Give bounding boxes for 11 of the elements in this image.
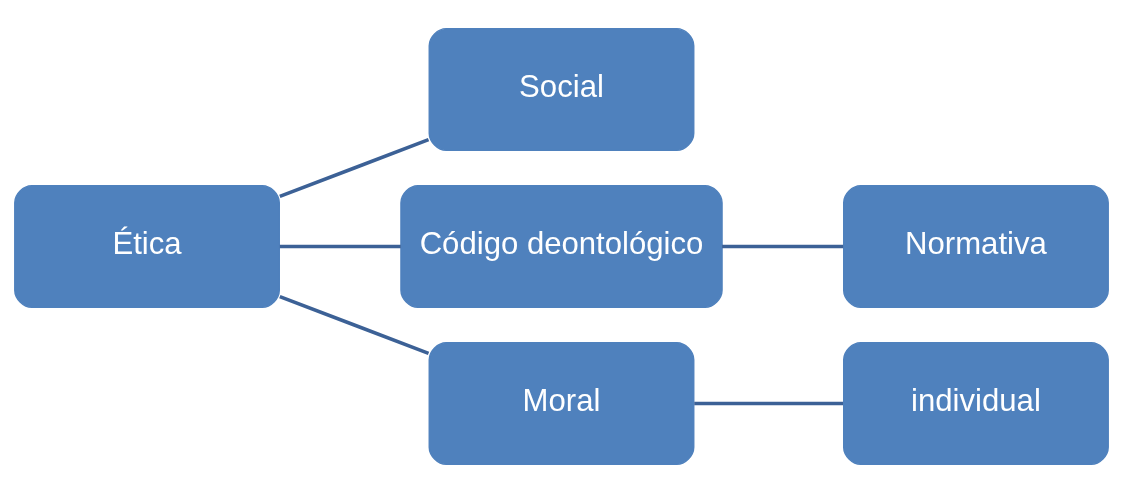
node-box: Código deontológico (400, 184, 723, 309)
connector (722, 244, 844, 249)
node-box: Social (428, 27, 695, 151)
connector (279, 294, 430, 355)
connector (279, 138, 430, 199)
connector (694, 401, 843, 406)
node-box: Normativa (843, 184, 1109, 309)
node-box: Moral (428, 342, 695, 466)
node-box: Ética (14, 184, 280, 309)
node-box: individual (843, 342, 1109, 466)
connector (279, 244, 401, 249)
